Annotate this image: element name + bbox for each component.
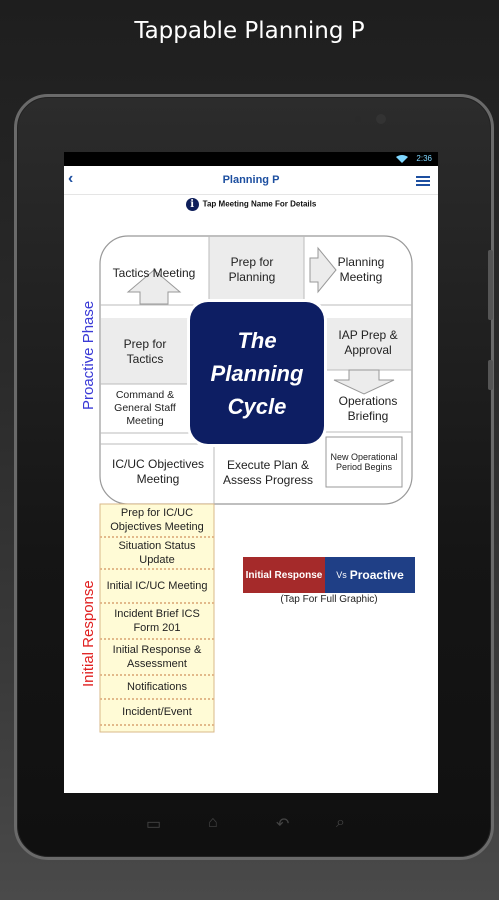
badge-initial-response: Initial Response [243,557,325,593]
status-bar: 2:36 [64,152,438,166]
initial-response-item[interactable]: Notifications [100,676,214,700]
initial-response-item[interactable]: Incident/Event [100,700,214,726]
status-time: 2:36 [416,154,432,163]
execute-plan-cell[interactable]: Execute Plan & Assess Progress [222,458,314,487]
planning-cycle-center: The Planning Cycle [190,302,324,444]
initial-response-item[interactable]: Initial IC/UC Meeting [100,570,214,604]
iap-prep-cell[interactable]: IAP Prep & Approval [338,328,398,357]
screenshot-headline: Tappable Planning P [134,18,365,44]
volume-button [488,250,493,320]
camera-sensor [355,116,361,122]
response-vs-proactive-badge[interactable]: Initial Response Vs Proactive [243,557,415,593]
initial-response-item[interactable]: Initial Response & Assessment [100,640,214,676]
app-bar: ‹ Planning P [64,166,438,195]
badge-vs: Vs [336,570,347,580]
new-period-cell[interactable]: New Operational Period Begins [330,451,398,472]
hint-text: Tap Meeting Name For Details [202,199,317,209]
back-nav-icon[interactable]: ↶ [276,816,290,833]
home-icon[interactable]: ⌂ [208,814,218,831]
badge-caption: (Tap For Full Graphic) [280,594,378,605]
initial-response-item[interactable]: Situation Status Update [100,538,214,570]
search-icon[interactable]: ⌕ [336,814,345,831]
badge-proactive: Proactive [349,568,404,582]
initial-response-item[interactable]: Incident Brief ICS Form 201 [100,604,214,640]
proactive-phase-label: Proactive Phase [80,300,97,410]
app-title: Planning P [222,174,280,186]
prep-planning-cell[interactable]: Prep for Planning [228,255,276,284]
tactics-meeting-cell[interactable]: Tactics Meeting [112,265,196,280]
initial-response-item[interactable]: Prep for IC/UC Objectives Meeting [100,504,214,538]
list-icon[interactable] [416,176,430,188]
badge-proactive-side: Vs Proactive [325,557,415,593]
info-icon: i [185,198,199,211]
command-general-staff-cell[interactable]: Command & General Staff Meeting [114,388,176,428]
prep-tactics-cell[interactable]: Prep for Tactics [123,337,167,366]
icuc-objectives-cell[interactable]: IC/UC Objectives Meeting [111,457,205,486]
operations-briefing-cell[interactable]: Operations Briefing [338,394,398,423]
wifi-icon [396,155,408,163]
planning-p-diagram: Proactive Phase Initial Response Tactics… [64,152,438,793]
back-icon[interactable]: ‹ [68,170,74,187]
camera-lens [376,114,386,124]
recent-apps-icon[interactable]: ▭ [146,816,162,833]
initial-response-label: Initial Response [80,580,97,687]
planning-meeting-cell[interactable]: Planning Meeting [337,255,385,284]
power-button [488,360,493,390]
